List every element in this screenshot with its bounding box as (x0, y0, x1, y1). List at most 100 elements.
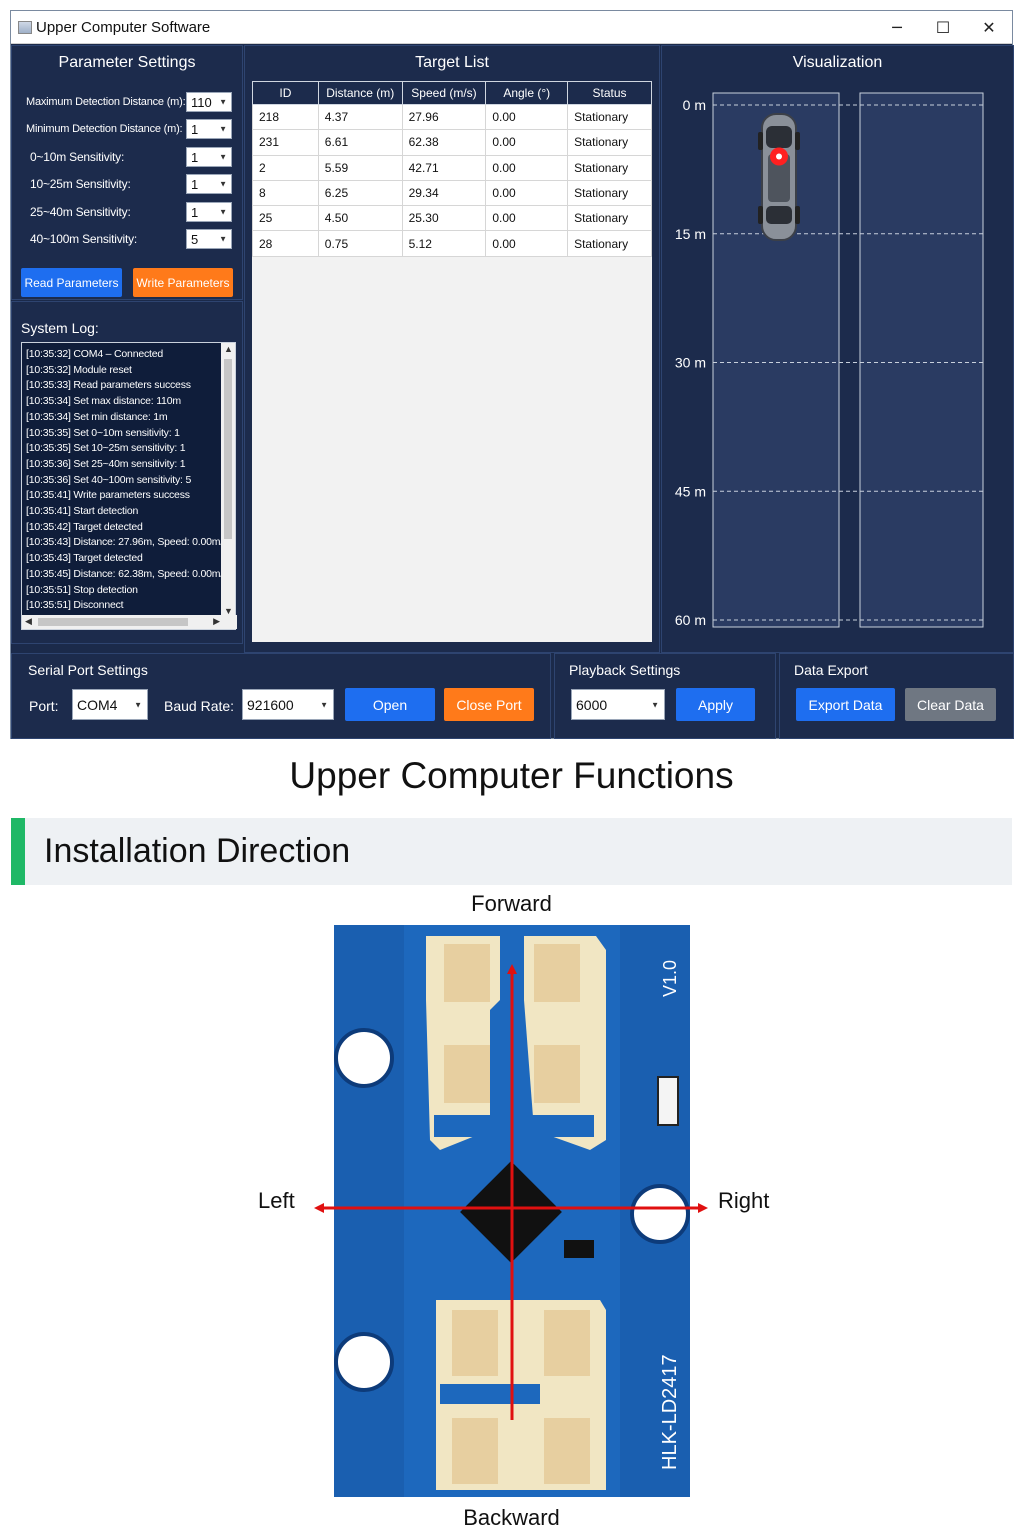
antenna-patch (534, 944, 580, 1002)
table-cell: Stationary (567, 179, 652, 207)
target-marker (770, 147, 788, 166)
scroll-up-icon[interactable]: ▲ (224, 344, 233, 354)
serial-port-title: Serial Port Settings (28, 662, 148, 678)
parameter-settings-title: Parameter Settings (58, 54, 196, 71)
mounting-hole (334, 1028, 394, 1088)
log-line: [10:35:36] Set 40~100m sensitivity: 5 (26, 473, 192, 486)
table-header-row: ID Distance (m) Speed (m/s) Angle (°) St… (252, 81, 652, 105)
table-cell: Stationary (567, 230, 652, 257)
table-cell: Stationary (567, 154, 652, 181)
clear-data-button[interactable]: Clear Data (905, 688, 996, 721)
antenna-patch (544, 1418, 590, 1484)
system-log-title: System Log: (21, 320, 99, 336)
target-list-panel: Target List ID Distance (m) Speed (m/s) … (244, 45, 660, 653)
param-row-sens-10-25: 10~25m Sensitivity: 1 ▼ (26, 173, 232, 195)
column-header[interactable]: Angle (°) (485, 81, 569, 105)
distance-labels: 0 m15 m30 m45 m60 m (675, 97, 706, 628)
table-cell: 27.96 (401, 103, 487, 131)
functions-heading: Upper Computer Functions (289, 755, 734, 796)
radar-chip (460, 1161, 562, 1263)
scroll-left-icon[interactable]: ◀ (25, 616, 32, 626)
min-distance-select[interactable]: 1 ▼ (186, 119, 232, 139)
installation-heading: Installation Direction (44, 832, 351, 870)
param-label: 0~10m Sensitivity: (30, 150, 125, 164)
log-line: [10:35:32] Module reset (26, 363, 132, 376)
log-line: [10:35:51] Disconnect (26, 599, 124, 612)
sensitivity-0-10-select[interactable]: 1 ▼ (186, 147, 232, 167)
sensitivity-40-100-select[interactable]: 5 ▼ (186, 229, 232, 249)
chevron-down-icon: ▼ (219, 97, 227, 107)
car-wheel (795, 206, 800, 224)
scroll-thumb[interactable] (224, 359, 232, 539)
table-cell: 42.71 (401, 154, 487, 181)
max-distance-select[interactable]: 110 ▼ (186, 92, 232, 112)
system-log-box[interactable]: [10:35:32] COM4 – Connected[10:35:32] Mo… (21, 342, 237, 630)
column-header[interactable]: Distance (m) (317, 81, 403, 105)
column-header[interactable]: ID (252, 81, 319, 105)
table-cell: 218 (252, 103, 319, 131)
column-header[interactable]: Status (567, 81, 652, 105)
distance-label: 0 m (683, 97, 706, 113)
write-parameters-button[interactable]: Write Parameters (133, 268, 233, 297)
open-port-button[interactable]: Open (345, 688, 435, 721)
playback-select[interactable]: 6000 ▼ (571, 689, 665, 720)
close-button[interactable]: ✕ (982, 17, 996, 37)
log-line: [10:35:41] Start detection (26, 505, 139, 518)
apply-button[interactable]: Apply (676, 688, 755, 721)
param-row-min-distance: Minimum Detection Distance (m): 1 ▼ (26, 118, 232, 140)
chevron-down-icon: ▼ (219, 152, 227, 162)
sensitivity-25-40-select[interactable]: 1 ▼ (186, 202, 232, 222)
close-port-button[interactable]: Close Port (444, 688, 534, 721)
radar-board (334, 925, 690, 1497)
parameter-settings-panel: Parameter Settings Maximum Detection Dis… (11, 45, 243, 300)
serial-port-panel: Serial Port Settings Port: COM4 ▼ Baud R… (11, 653, 551, 739)
car-wheel (758, 132, 763, 150)
port-select[interactable]: COM4 ▼ (72, 689, 148, 720)
table-cell: 25.30 (401, 205, 487, 232)
distance-label: 45 m (675, 483, 706, 499)
scroll-thumb[interactable] (38, 618, 188, 626)
table-cell: 6.25 (317, 179, 403, 207)
target-table-area[interactable]: ID Distance (m) Speed (m/s) Angle (°) St… (252, 81, 652, 642)
table-cell: 0.00 (485, 205, 569, 232)
scroll-right-icon[interactable]: ▶ (213, 616, 220, 626)
table-cell: 0.75 (317, 230, 403, 257)
chevron-down-icon: ▼ (219, 124, 227, 134)
car-wheel (795, 132, 800, 150)
board-version: V1.0 (660, 960, 680, 997)
system-log-panel: System Log: [10:35:32] COM4 – Connected[… (11, 301, 243, 644)
export-data-button[interactable]: Export Data (796, 688, 895, 721)
maximize-button[interactable]: ☐ (935, 17, 951, 37)
playback-settings-title: Playback Settings (569, 662, 681, 678)
port-label: Port: (29, 698, 59, 714)
table-cell: 0.00 (485, 230, 569, 257)
column-header[interactable]: Speed (m/s) (401, 81, 487, 105)
horizontal-scrollbar[interactable]: ◀ ▶ (22, 615, 237, 629)
select-value: 1 (191, 121, 199, 137)
param-row-sens-0-10: 0~10m Sensitivity: 1 ▼ (26, 146, 232, 168)
minimize-button[interactable]: ─ (892, 17, 902, 37)
mounting-hole (630, 1184, 690, 1244)
table-cell: 0.00 (485, 179, 569, 207)
read-parameters-button[interactable]: Read Parameters (21, 268, 122, 297)
chevron-down-icon: ▼ (219, 179, 227, 189)
baud-rate-label: Baud Rate: (164, 698, 235, 714)
baud-rate-select[interactable]: 921600 ▼ (242, 689, 334, 720)
antenna-slot (434, 1115, 594, 1137)
vertical-scrollbar[interactable]: ▲ ▼ (221, 343, 235, 617)
antenna-bottom (436, 1300, 606, 1490)
sensitivity-10-25-select[interactable]: 1 ▼ (186, 174, 232, 194)
select-value: 1 (191, 204, 199, 220)
playback-settings-panel: Playback Settings 6000 ▼ Apply (554, 653, 776, 739)
scroll-down-icon[interactable]: ▼ (224, 606, 233, 616)
antenna-top-left (426, 936, 500, 1150)
log-line: [10:35:35] Set 10~25m sensitivity: 1 (26, 442, 186, 455)
window-controls: ─ ☐ ✕ (874, 11, 1012, 43)
